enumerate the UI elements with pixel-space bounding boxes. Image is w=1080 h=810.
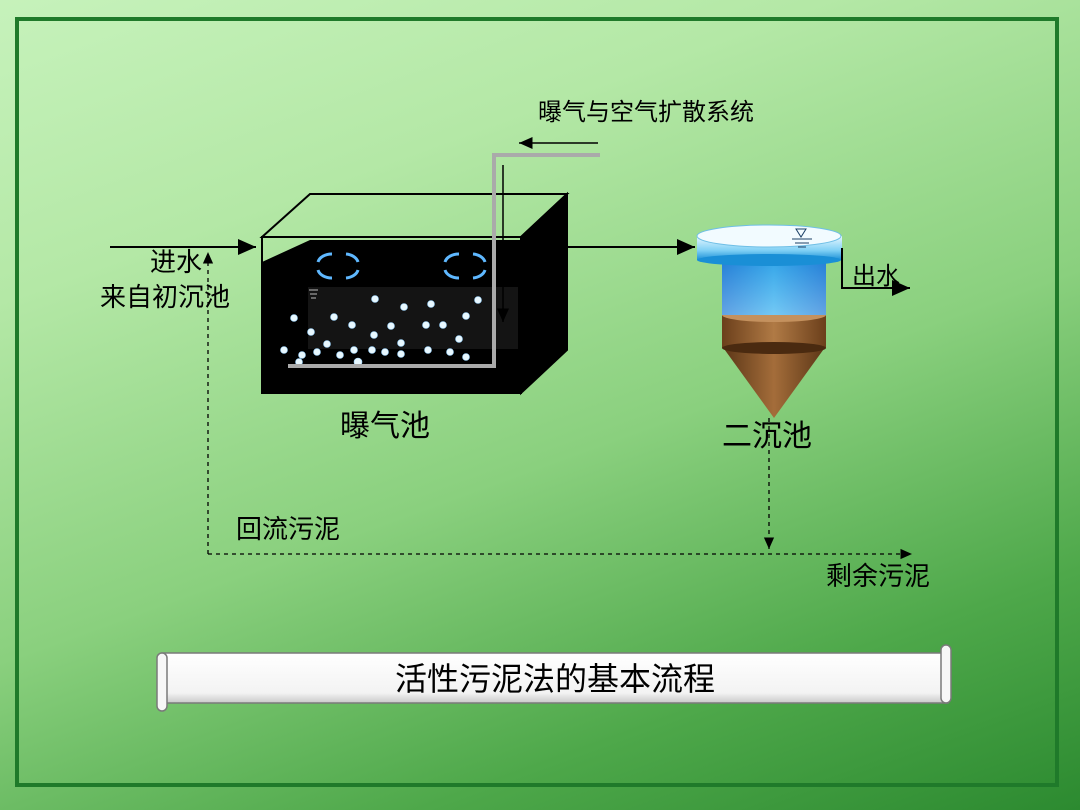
inflow-label: 进水 [150, 248, 202, 278]
slide-frame [15, 17, 1059, 787]
from-primary-label: 来自初沉池 [100, 283, 230, 313]
excess-sludge-label: 剩余污泥 [826, 562, 930, 592]
outflow-label: 出水 [852, 262, 900, 290]
water-level-icon [792, 228, 812, 248]
aeration-system-label: 曝气与空气扩散系统 [538, 98, 754, 126]
surface-aerator-icon [443, 252, 487, 280]
air-bubbles [280, 295, 482, 367]
air-pipe [288, 153, 600, 368]
surface-aerator-icon [316, 252, 360, 280]
flow-lines [110, 137, 910, 296]
secondary-clarifier [696, 224, 842, 418]
outflow-arrow [841, 248, 910, 296]
return-sludge-label: 回流污泥 [236, 515, 340, 545]
title-banner: 活性污泥法的基本流程 [156, 644, 952, 712]
aeration-tank-label: 曝气池 [340, 409, 430, 444]
water-level-icon [309, 289, 318, 299]
sludge-lines [202, 252, 912, 560]
secondary-clarifier-label: 二沉池 [722, 419, 812, 454]
banner-title: 活性污泥法的基本流程 [395, 660, 715, 698]
aeration-tank [259, 153, 600, 396]
